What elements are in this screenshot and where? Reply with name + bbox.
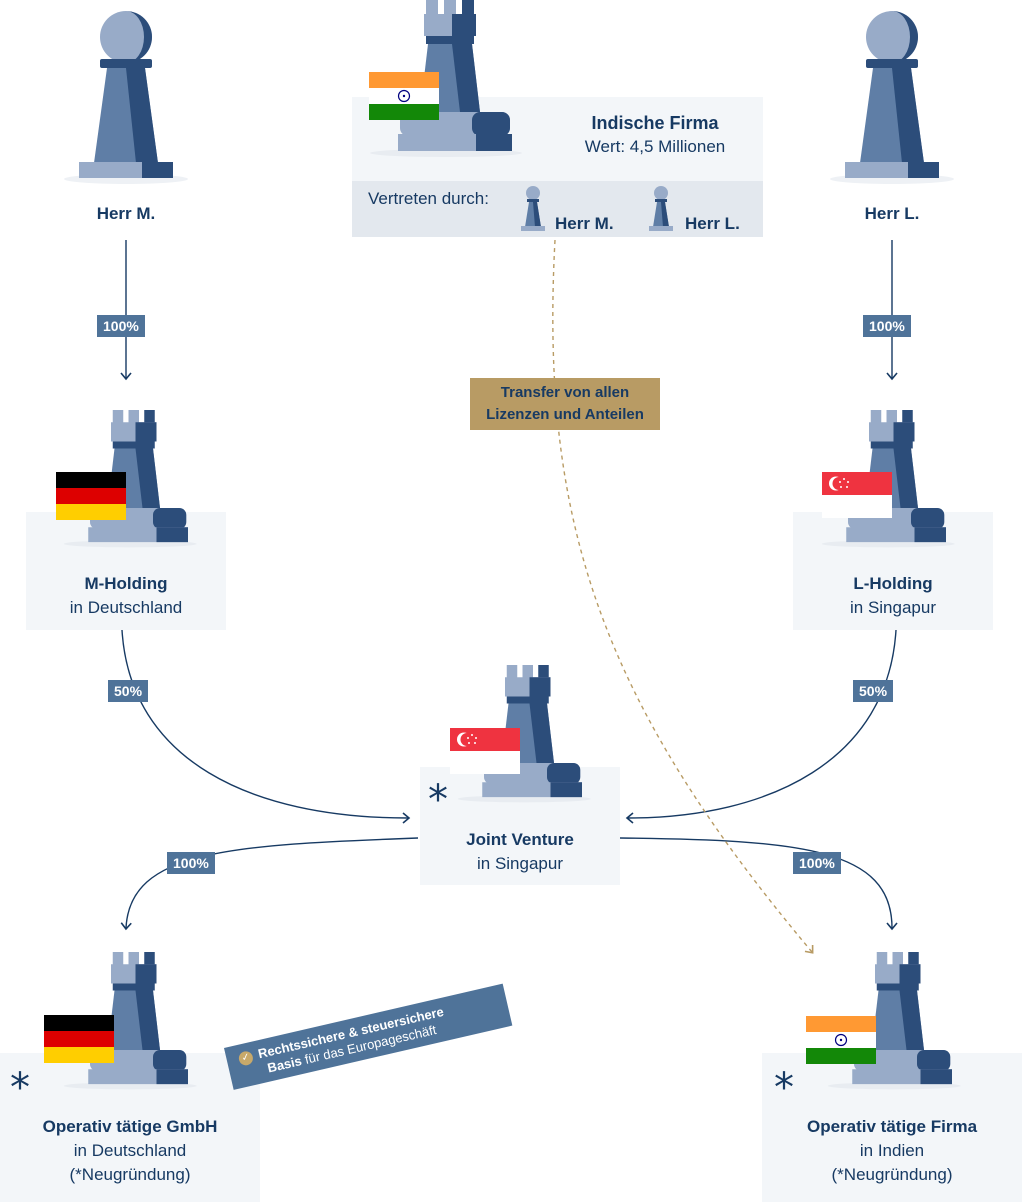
rep-herr-m: Herr M. [555, 214, 614, 233]
pawn-herr-m-icon [64, 11, 188, 184]
singapore-flag-jv-icon [450, 728, 520, 774]
transfer-line2: Lizenzen und Anteilen [486, 406, 644, 423]
rook-gmbh-icon [63, 952, 197, 1090]
pct-m-to-holding: 100% [97, 315, 145, 337]
singapore-flag-icon [822, 472, 892, 518]
firma-title: Operativ tätige Firma [806, 1117, 978, 1136]
represented-by-bar [352, 181, 763, 237]
jv-sub: in Singapur [476, 854, 563, 873]
herr-l-label: Herr L. [864, 204, 920, 223]
pawn-small-herr-l-icon [649, 186, 673, 231]
gmbh-sub2: (*Neugründung) [69, 1165, 191, 1184]
herr-m-label: Herr M. [96, 204, 156, 223]
arrow-l-holding-to-jv [625, 629, 897, 824]
indische-firma-value: Wert: 4,5 Millionen [584, 137, 726, 156]
check-icon: ✓ [237, 1049, 255, 1067]
pct-m-holding-to-jv: 50% [108, 680, 149, 702]
jv-title: Joint Venture [466, 830, 574, 849]
germany-flag-gmbh-icon [44, 1015, 114, 1063]
gmbh-title: Operativ tätige GmbH [42, 1117, 218, 1136]
rook-firma-indien-icon [827, 952, 961, 1090]
arrow-transfer [552, 239, 814, 954]
germany-flag-icon [56, 472, 126, 520]
l-holding-title: L-Holding [853, 574, 933, 593]
pct-l-holding-to-jv: 50% [853, 680, 894, 702]
rep-herr-l: Herr L. [685, 214, 740, 233]
firma-sub1: in Indien [859, 1141, 925, 1160]
firma-asterisk: * [774, 1065, 794, 1111]
pct-jv-to-gmbh: 100% [167, 852, 215, 874]
m-holding-sub: in Deutschland [69, 598, 183, 617]
india-flag-icon [369, 72, 439, 120]
gmbh-asterisk: * [10, 1065, 30, 1111]
rook-l-holding-icon [821, 410, 955, 548]
transfer-line1: Transfer von allen [500, 384, 630, 401]
m-holding-title: M-Holding [84, 574, 168, 593]
represented-by-label: Vertreten durch: [368, 189, 489, 208]
pawn-herr-l-icon [830, 11, 954, 184]
transfer-note: Transfer von allen Lizenzen und Anteilen [470, 378, 660, 430]
firma-sub2: (*Neugründung) [831, 1165, 953, 1184]
arrow-m-holding-to-jv [121, 629, 411, 824]
rook-indische-firma-icon [370, 0, 522, 157]
pct-jv-to-firma: 100% [793, 852, 841, 874]
jv-asterisk: * [428, 777, 448, 823]
indische-firma-title: Indische Firma [591, 113, 719, 133]
gmbh-sub1: in Deutschland [73, 1141, 187, 1160]
pct-l-to-holding: 100% [863, 315, 911, 337]
l-holding-sub: in Singapur [849, 598, 936, 617]
india-flag-firma-icon [806, 1016, 876, 1064]
pawn-small-herr-m-icon [521, 186, 545, 231]
